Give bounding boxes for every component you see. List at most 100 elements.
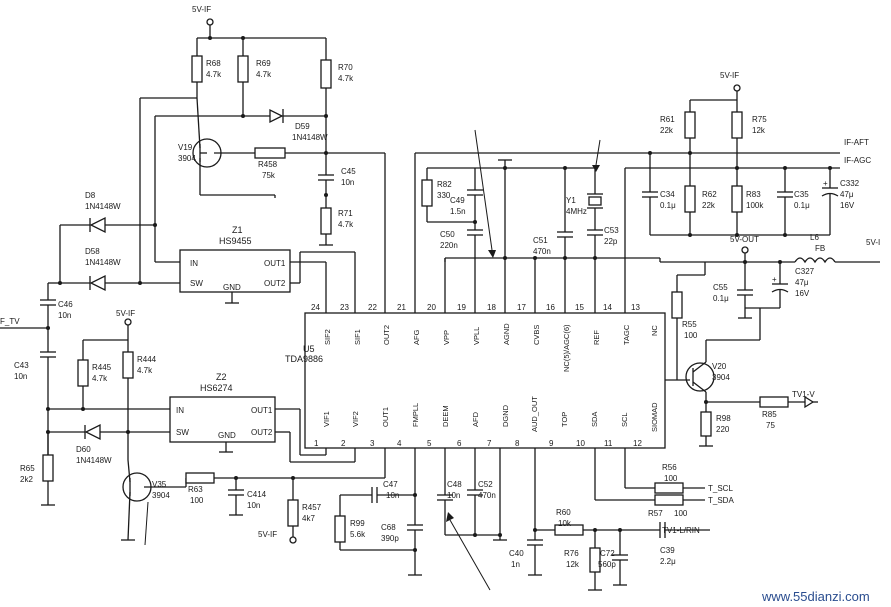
svg-text:2.2μ: 2.2μ [660, 557, 676, 566]
top-supply: 5V-IF [192, 5, 326, 40]
pin-12-num: 12 [633, 439, 642, 448]
svg-text:47μ: 47μ [840, 190, 854, 199]
net-tv1-v: TV1-V [792, 390, 815, 399]
svg-text:12k: 12k [566, 560, 580, 569]
pin-18-name: AGND [502, 323, 511, 345]
vout-supply: 5V-OUT [730, 235, 759, 262]
svg-text:C72: C72 [600, 549, 615, 558]
capacitor-c43: C43 10n [14, 328, 56, 455]
transistor-v19: V19 3904 [178, 97, 276, 198]
svg-text:R60: R60 [556, 508, 571, 517]
resistor-r68: R68 4.7k [191, 38, 222, 98]
diode-d60: D60 1N4148W [48, 423, 170, 465]
svg-text:R83: R83 [746, 190, 761, 199]
svg-text:+: + [823, 179, 828, 188]
svg-text:C48: C48 [447, 480, 462, 489]
svg-text:OUT1: OUT1 [264, 259, 286, 268]
svg-text:16V: 16V [795, 289, 810, 298]
pin-5-num: 5 [427, 439, 432, 448]
pin-22-name: OUT2 [382, 325, 391, 345]
svg-text:10n: 10n [386, 491, 399, 500]
svg-text:IN: IN [190, 259, 198, 268]
capacitor-c34: C34 0.1μ [642, 151, 676, 235]
svg-text:2k2: 2k2 [20, 475, 33, 484]
capacitor-c48: C48 10n [437, 480, 500, 536]
capacitor-c49: C49 1.5n [450, 168, 483, 230]
net-if-aft: IF-AFT [844, 138, 869, 147]
svg-text:1N4148W: 1N4148W [292, 133, 328, 142]
pin-21-name: AFG [412, 329, 421, 345]
svg-text:470n: 470n [478, 491, 496, 500]
pin-10-name: SDA [590, 412, 599, 427]
pin-10-num: 10 [576, 439, 585, 448]
pin-22-num: 22 [368, 303, 377, 312]
svg-text:R63: R63 [188, 485, 203, 494]
svg-text:C414: C414 [247, 490, 267, 499]
pin-12-name: SIOMAD [650, 402, 659, 432]
svg-text:SW: SW [176, 428, 189, 437]
capacitor-c35: C35 0.1μ [777, 166, 810, 235]
capacitor-c39: C39 2.2μ [659, 522, 710, 566]
svg-text:22k: 22k [660, 126, 674, 135]
pin-14-num: 14 [603, 303, 612, 312]
pin-11-name: SCL [620, 412, 629, 427]
pin-3-name: OUT1 [381, 407, 390, 427]
svg-text:C68: C68 [381, 523, 396, 532]
svg-text:4k7: 4k7 [302, 514, 315, 523]
capacitor-c45: C45 10n [318, 167, 356, 208]
svg-text:3904: 3904 [712, 373, 730, 382]
capacitor-c47: C47 10n [340, 480, 415, 503]
svg-text:10n: 10n [341, 178, 354, 187]
svg-text:R99: R99 [350, 519, 365, 528]
svg-text:C55: C55 [713, 283, 728, 292]
pin-16-num: 16 [546, 303, 555, 312]
diode-d58: D58 1N4148W [60, 247, 180, 292]
u5-part: TDA9886 [285, 354, 323, 364]
svg-text:R82: R82 [437, 180, 452, 189]
svg-text:16V: 16V [840, 201, 855, 210]
pin-1-num: 1 [314, 439, 319, 448]
pin-5-name: DEEM [441, 405, 450, 427]
pin-9-num: 9 [549, 439, 554, 448]
pin-6-num: 6 [457, 439, 462, 448]
capacitor-c72: C72 560p [598, 530, 628, 586]
svg-text:HS6274: HS6274 [200, 383, 233, 393]
svg-text:5V-IF: 5V-IF [116, 309, 135, 318]
svg-text:C49: C49 [450, 196, 465, 205]
pin-17-num: 17 [517, 303, 526, 312]
svg-text:+: + [772, 275, 777, 284]
resistor-r99: R99 5.6k [334, 495, 415, 551]
svg-text:R57: R57 [648, 509, 663, 518]
svg-text:4.7k: 4.7k [206, 70, 222, 79]
svg-text:C47: C47 [383, 480, 398, 489]
svg-text:SW: SW [190, 279, 203, 288]
resistor-r63: R63 100 [185, 472, 385, 505]
svg-text:330: 330 [437, 191, 451, 200]
svg-text:390p: 390p [381, 534, 399, 543]
svg-text:100k: 100k [746, 201, 764, 210]
svg-text:Z2: Z2 [216, 372, 227, 382]
svg-text:1N4148W: 1N4148W [85, 202, 121, 211]
svg-text:C46: C46 [58, 300, 73, 309]
svg-text:R55: R55 [682, 320, 697, 329]
net-f-tv: F_TV [0, 317, 20, 326]
svg-text:75k: 75k [262, 171, 276, 180]
pin-18-num: 18 [487, 303, 496, 312]
pin-20-name: VPP [442, 330, 451, 345]
transistor-v20: V20 3904 [685, 308, 761, 412]
svg-text:R98: R98 [716, 414, 731, 423]
u5-ref: U5 [303, 344, 315, 354]
svg-text:12k: 12k [752, 126, 766, 135]
svg-text:47μ: 47μ [795, 278, 809, 287]
svg-text:C40: C40 [509, 549, 524, 558]
resistor-r457: R457 4k7 5V-IF [258, 476, 322, 544]
svg-text:5V-OUT: 5V-OUT [730, 235, 759, 244]
svg-text:R61: R61 [660, 115, 675, 124]
u5-bottom-pins: 1 2 3 4 5 6 7 8 9 10 11 12 VIF1 VIF2 OUT… [314, 396, 659, 540]
svg-text:4.7k: 4.7k [137, 366, 153, 375]
pin-2-num: 2 [341, 439, 346, 448]
net-if-agc: IF-AGC [844, 156, 871, 165]
pin-15-name: REF [592, 330, 601, 345]
resistor-r56: R56 100 [625, 463, 705, 494]
svg-text:V35: V35 [152, 480, 167, 489]
